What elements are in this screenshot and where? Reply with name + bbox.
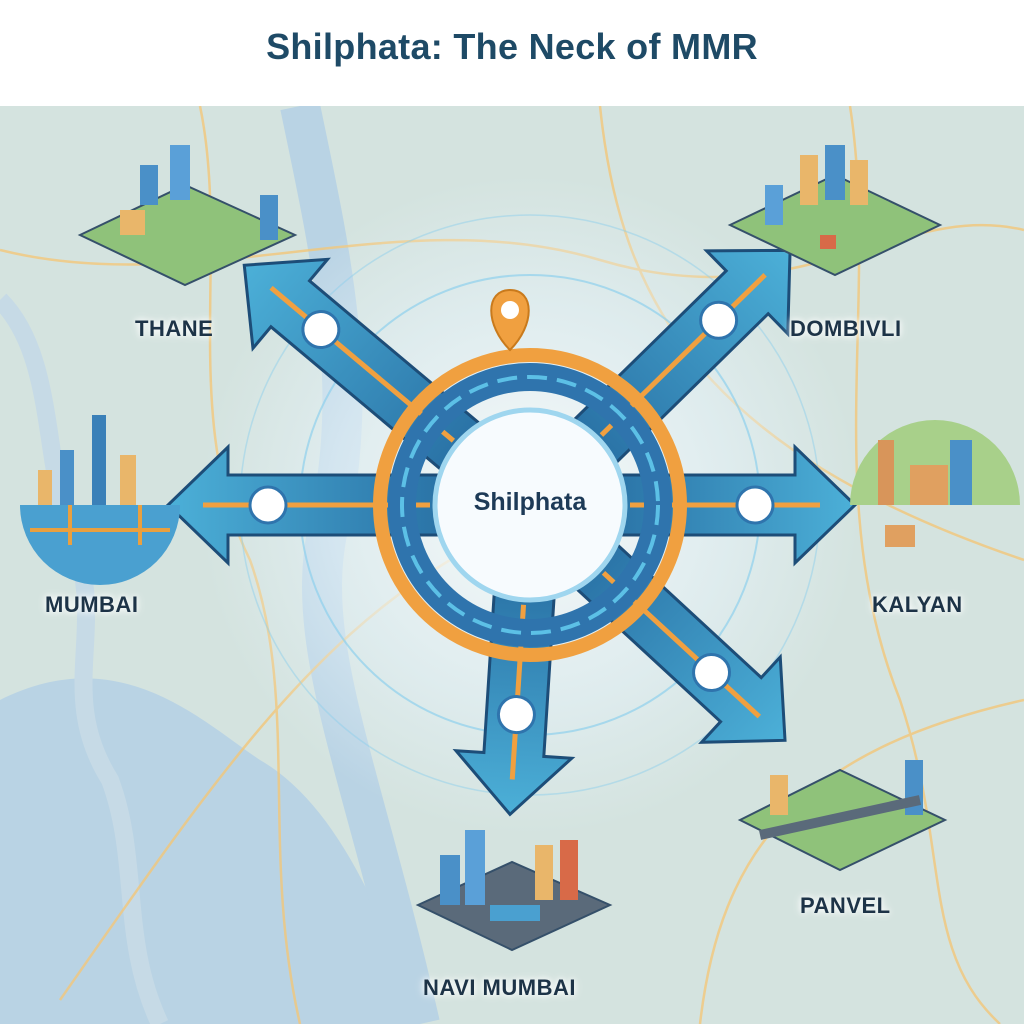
transit-icon [301,310,341,350]
header: Shilphata: The Neck of MMR [0,0,1024,106]
destination-label-navi-mumbai[interactable]: NAVI MUMBAI [423,975,576,1000]
hub-orange-ring [373,348,687,662]
transit-icon [735,485,775,525]
transit-icon [496,695,536,735]
thane-illustration [77,145,298,287]
destination-label-mumbai[interactable]: MUMBAI [45,592,139,617]
hub-circle [432,407,628,603]
dombivli-illustration [727,145,943,277]
transit-icon [699,300,739,340]
hub-inner-ring [400,375,660,635]
navi-mumbai-illustration [415,830,613,952]
destination-label-dombivli[interactable]: DOMBIVLI [790,316,902,341]
transit-icon [692,653,732,693]
panvel-illustration [737,760,948,872]
kalyan-illustration [850,420,1020,547]
destination-label-thane[interactable]: THANE [135,316,214,341]
mumbai-illustration [20,415,180,585]
location-pin-icon [490,288,530,352]
destination-label-panvel[interactable]: PANVEL [800,893,891,918]
destination-label-kalyan[interactable]: KALYAN [872,592,963,617]
page-title: Shilphata: The Neck of MMR [266,26,758,67]
transit-icon [248,485,288,525]
map-diagram [0,106,1024,1024]
hub-label: Shilphata [473,488,587,516]
